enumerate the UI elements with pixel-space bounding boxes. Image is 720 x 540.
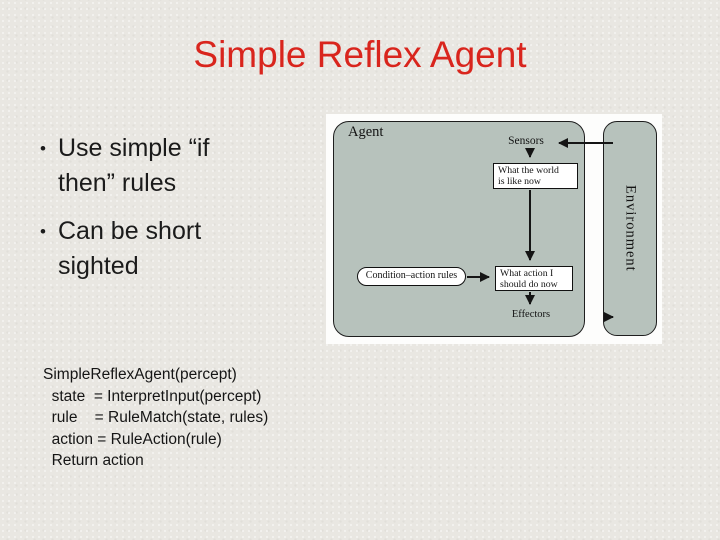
environment-label: Environment (622, 185, 639, 272)
pseudocode-block: SimpleReflexAgent(percept) state = Inter… (43, 364, 268, 472)
pseudocode-line: SimpleReflexAgent(percept) (43, 366, 237, 383)
bullet-text: Can be short sighted (58, 217, 202, 280)
pseudocode-line: state = InterpretInput(percept) (43, 387, 262, 405)
environment-box: Environment (603, 121, 657, 336)
bullet-text: Use simple “if then” rules (58, 134, 210, 197)
pseudocode-line: action = RuleAction(rule) (43, 430, 222, 448)
bullet-icon: • (40, 222, 46, 241)
agent-diagram: Agent Environment Sensors What the world… (326, 114, 662, 344)
effectors-label: Effectors (511, 309, 551, 320)
action-line-1: What action I (500, 268, 554, 279)
pseudocode-line: Return action (43, 452, 144, 469)
bullet-item: • Use simple “if then” rules (40, 131, 265, 201)
agent-label: Agent (348, 124, 384, 140)
world-state-line-2: is like now (498, 176, 541, 187)
slide-title: Simple Reflex Agent (193, 34, 527, 75)
action-box: What action I should do now (495, 266, 573, 291)
world-state-box: What the world is like now (493, 163, 578, 189)
condition-action-rules: Condition–action rules (357, 267, 466, 286)
pseudocode-line: rule = RuleMatch(state, rules) (43, 409, 269, 426)
sensors-label: Sensors (508, 135, 544, 147)
bullet-list: • Use simple “if then” rules • Can be sh… (40, 131, 265, 297)
agent-box (333, 121, 585, 337)
bullet-icon: • (40, 139, 46, 158)
world-state-line-1: What the world (498, 165, 559, 176)
action-line-2: should do now (500, 279, 558, 290)
bullet-item: • Can be short sighted (40, 214, 265, 284)
